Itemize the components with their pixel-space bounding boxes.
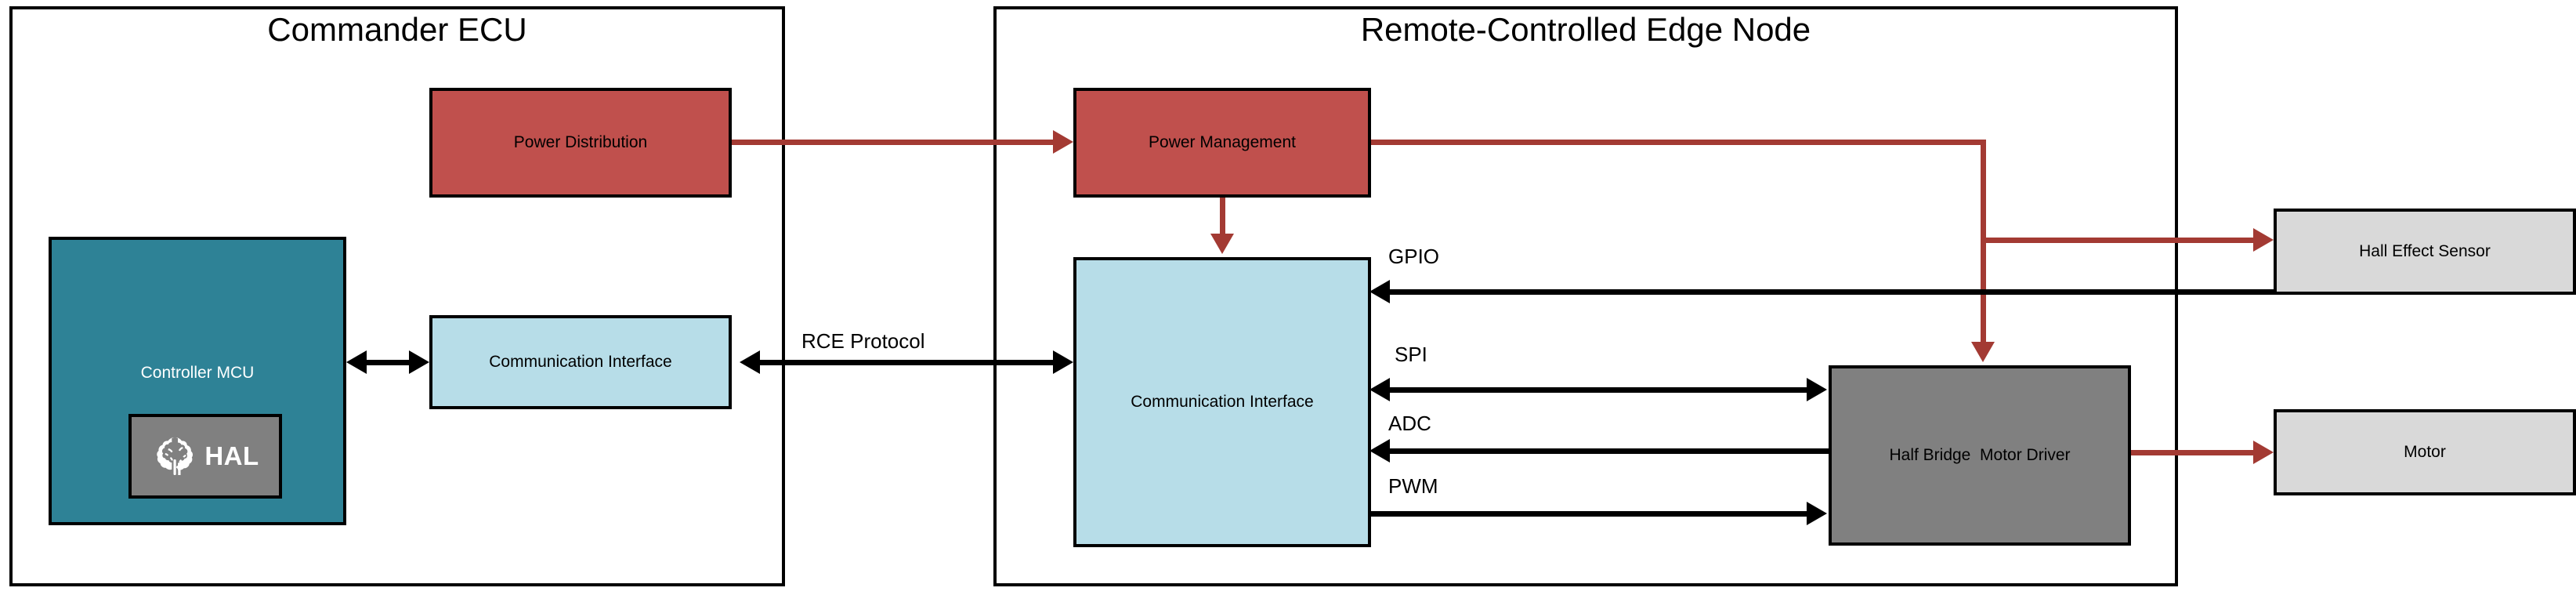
hal-badge-label: HAL xyxy=(204,441,259,470)
node-controller-mcu-label: Controller MCU xyxy=(140,363,255,382)
edge-rce-protocol-arrow-right xyxy=(1053,350,1073,374)
edge-label-gpio: GPIO xyxy=(1388,245,1440,268)
node-comm-interface-right-label: Communication Interface xyxy=(1131,392,1314,411)
edge-label-pwm: PWM xyxy=(1388,474,1438,498)
edge-power-trunk-horizontal xyxy=(1371,140,1986,145)
node-motor-driver-label: Half Bridge Motor Driver xyxy=(1889,445,2071,464)
node-hall-effect-sensor-label: Hall Effect Sensor xyxy=(2359,241,2491,260)
node-comm-interface-left-label: Communication Interface xyxy=(489,352,672,371)
node-motor-driver[interactable]: Half Bridge Motor Driver xyxy=(1829,365,2131,546)
edge-pwm-arrowhead xyxy=(1807,502,1827,525)
edge-mcu-comm-arrow-left xyxy=(346,350,367,374)
edge-rce-protocol-arrow-left xyxy=(740,350,760,374)
edge-label-spi: SPI xyxy=(1395,343,1427,366)
brain-icon xyxy=(151,431,201,481)
edge-adc xyxy=(1390,448,1830,454)
edge-power-management-arrowhead xyxy=(1053,130,1073,154)
node-power-distribution[interactable]: Power Distribution xyxy=(429,88,732,198)
edge-power-to-motor-driver-arrowhead xyxy=(1971,342,1995,362)
edge-rce-protocol xyxy=(758,360,1056,365)
edge-mcu-comm xyxy=(365,360,417,365)
panel-commander-ecu-title: Commander ECU xyxy=(267,11,527,48)
edge-spi-arrow-right xyxy=(1807,378,1827,401)
node-power-management-label: Power Management xyxy=(1149,132,1296,151)
node-power-management[interactable]: Power Management xyxy=(1073,88,1371,198)
node-comm-interface-left[interactable]: Communication Interface xyxy=(429,315,732,409)
edge-pwm xyxy=(1371,511,1810,517)
edge-power-trunk-vertical xyxy=(1981,140,1986,343)
hal-badge[interactable]: HAL xyxy=(128,414,282,499)
edge-spi-arrow-left xyxy=(1369,378,1390,401)
edge-power-to-comm-vertical xyxy=(1220,198,1225,235)
edge-power-to-comm-arrowhead xyxy=(1210,234,1234,254)
node-motor[interactable]: Motor xyxy=(2274,409,2576,495)
edge-motor-driver-to-motor xyxy=(2131,450,2256,455)
node-comm-interface-right[interactable]: Communication Interface xyxy=(1073,257,1371,547)
edge-mcu-comm-arrow-right xyxy=(409,350,429,374)
edge-gpio xyxy=(1390,289,2274,295)
edge-power-to-hall-sensor-arrowhead xyxy=(2253,228,2274,252)
edge-spi xyxy=(1390,387,1810,393)
node-power-distribution-label: Power Distribution xyxy=(513,132,648,151)
edge-label-adc: ADC xyxy=(1388,412,1431,435)
edge-motor-driver-to-motor-arrowhead xyxy=(2253,441,2274,464)
panel-edge-node-title: Remote-Controlled Edge Node xyxy=(1360,11,1811,48)
node-motor-label: Motor xyxy=(2404,442,2446,461)
node-hall-effect-sensor[interactable]: Hall Effect Sensor xyxy=(2274,209,2576,295)
edge-label-rce-protocol: RCE Protocol xyxy=(801,329,925,353)
edge-power-distribution-to-management xyxy=(732,140,1056,145)
edge-gpio-arrowhead xyxy=(1369,280,1390,303)
edge-adc-arrowhead xyxy=(1369,439,1390,463)
edge-power-to-hall-sensor xyxy=(1986,238,2256,243)
